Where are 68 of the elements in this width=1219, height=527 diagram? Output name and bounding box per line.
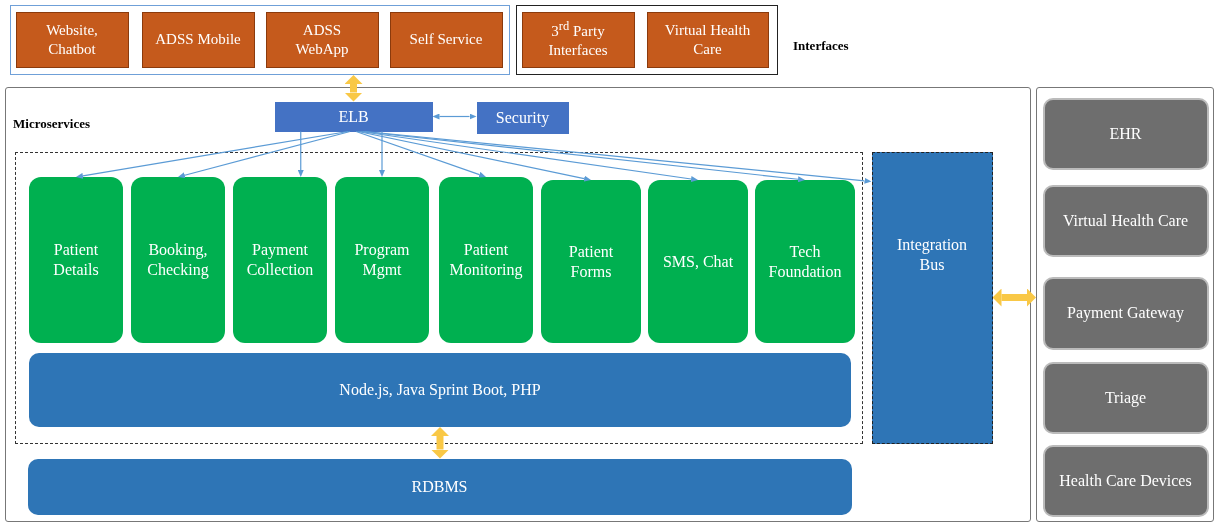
system-box xyxy=(1042,276,1209,350)
interface-box xyxy=(265,11,379,68)
integration-box xyxy=(871,151,993,444)
arrow xyxy=(361,130,805,183)
system-box xyxy=(1042,184,1209,257)
microservice-box xyxy=(29,177,123,343)
microservice-box xyxy=(131,177,225,343)
arrow xyxy=(359,130,698,182)
container-frame xyxy=(14,151,863,444)
box-label: Triage xyxy=(1104,387,1147,408)
box-label: ELB xyxy=(338,106,369,127)
box-label: RDBMS xyxy=(411,476,468,497)
microservice-box xyxy=(541,180,641,343)
service-box xyxy=(476,101,569,134)
microservice-box xyxy=(335,177,429,343)
arrow xyxy=(364,130,872,184)
platform-bar xyxy=(29,353,851,427)
box-label: Booking, Checking xyxy=(146,240,210,280)
box-label: Payment Collection xyxy=(245,240,315,280)
interface-box xyxy=(15,11,129,68)
arrow xyxy=(297,130,304,177)
interface-box xyxy=(389,11,503,68)
box-label: Security xyxy=(495,107,550,128)
box-label: Tech Foundation xyxy=(767,241,843,282)
microservices-panel xyxy=(5,87,1031,522)
group-frame xyxy=(516,5,778,75)
box-label: ADSS WebApp xyxy=(294,20,350,59)
box-label: Health Care Devices xyxy=(1059,470,1192,491)
box-label: Integration Bus xyxy=(895,234,969,275)
arrow xyxy=(357,130,591,182)
service-box xyxy=(274,101,433,132)
box-label: Patient Details xyxy=(52,240,100,280)
arrow xyxy=(432,113,477,120)
interface-box xyxy=(646,11,769,68)
box-label: Node.js, Java Sprint Boot, PHP xyxy=(339,380,541,400)
box-label: Program Mgmt xyxy=(353,240,411,280)
system-box xyxy=(1042,444,1209,517)
group-frame xyxy=(1036,87,1214,522)
group-frame xyxy=(10,5,510,75)
arrow xyxy=(355,130,486,178)
platform-bar xyxy=(27,458,852,515)
box-label: Patient Forms xyxy=(567,241,615,282)
microservice-box xyxy=(439,177,533,343)
box-label: Website, Chatbot xyxy=(45,20,99,59)
box-label: Patient Monitoring xyxy=(449,240,523,280)
arrow xyxy=(379,130,385,177)
box-label: Virtual Health Care xyxy=(1062,210,1189,231)
interface-box xyxy=(141,11,255,68)
box-label: Virtual Health Care xyxy=(663,20,752,59)
system-box xyxy=(1042,361,1209,434)
box-label: Self Service xyxy=(409,30,483,49)
box-label: Payment Gateway xyxy=(1067,303,1184,323)
section-label: Interfaces xyxy=(793,38,849,54)
interface-box xyxy=(521,11,635,68)
panel-heading: Microservices xyxy=(13,116,90,133)
double-arrow xyxy=(431,427,449,459)
system-box xyxy=(1042,97,1209,170)
microservice-box xyxy=(648,180,748,343)
box-label: EHR xyxy=(1109,123,1142,144)
arrow xyxy=(178,130,351,179)
microservice-box xyxy=(233,177,327,343)
double-arrow xyxy=(344,75,363,102)
arrow xyxy=(76,130,349,179)
box-label: ADSS Mobile xyxy=(155,30,241,49)
box-label: 3$^{rd}$ Party Interfaces xyxy=(547,19,609,60)
double-arrow xyxy=(992,288,1036,307)
box-label: SMS, Chat xyxy=(662,251,734,272)
microservice-box xyxy=(755,180,855,343)
